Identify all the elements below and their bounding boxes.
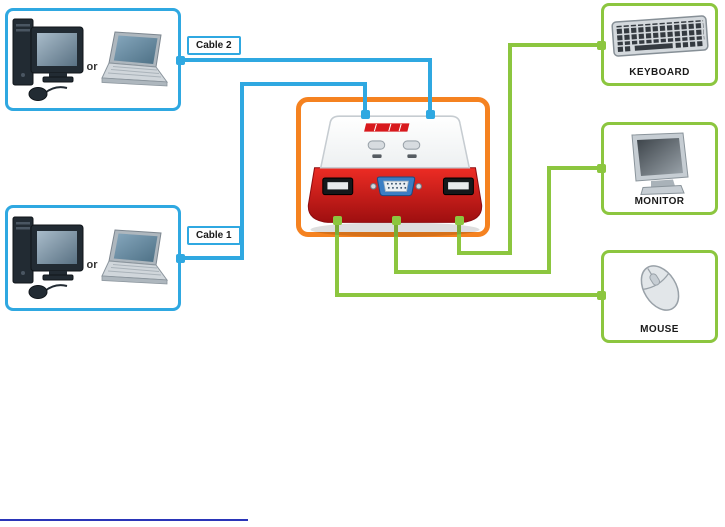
keyboard-box-connector-dot (597, 41, 606, 50)
mouse-box: MOUSE (601, 250, 718, 343)
footer-rule (0, 519, 248, 521)
keyboard-box: KEYBOARD (601, 3, 718, 86)
monitor-box: MONITOR (601, 122, 718, 215)
cable1-source-connector-dot (176, 254, 185, 263)
kvm-logo (364, 123, 410, 132)
crt-monitor-icon (630, 132, 689, 196)
desktop-pc-icon (12, 216, 83, 299)
cable1-kvm-connector-dot (361, 110, 370, 119)
keyboard-cable-segment-v2 (508, 43, 512, 255)
cable1-segment-v2 (363, 82, 367, 118)
keyboard-icon (610, 15, 709, 57)
keyboard-cable-segment-h1 (457, 251, 512, 255)
cable2-label: Cable 2 (187, 36, 241, 55)
monitor-cable-segment-h1 (394, 270, 551, 274)
mouse-cable-segment-v (335, 218, 339, 297)
kvm-switch-highlight-frame (296, 97, 490, 237)
keyboard-port-connector-dot (455, 216, 464, 225)
kvm-select-button-1 (367, 140, 386, 150)
or-label: or (86, 259, 98, 271)
mouse-label: MOUSE (640, 324, 679, 335)
cable1-segment-h2 (240, 82, 367, 86)
keyboard-cable-segment-h2 (508, 43, 601, 47)
or-label: or (86, 60, 98, 73)
computer-source-box-2: or (5, 205, 181, 311)
desktop-pc-icon (12, 18, 83, 101)
kvm-switch-device (307, 115, 483, 237)
cable2-segment-v (428, 58, 432, 116)
mouse-icon (640, 265, 679, 311)
cable1-segment-v1 (240, 82, 244, 260)
mouse-port-connector-dot (333, 216, 342, 225)
monitor-box-connector-dot (597, 164, 606, 173)
computer-source-box-1: or (5, 8, 181, 111)
keyboard-label: KEYBOARD (629, 67, 690, 78)
monitor-cable-segment-v1 (394, 218, 398, 274)
keyboard-cable-segment-v1 (457, 218, 461, 255)
cable1-label: Cable 1 (187, 226, 241, 245)
mouse-cable-segment-h (335, 293, 601, 297)
monitor-port-connector-dot (392, 216, 401, 225)
cable2-segment-h (180, 58, 432, 62)
laptop-icon (100, 30, 168, 86)
cable2-source-connector-dot (176, 56, 185, 65)
cable2-kvm-connector-dot (426, 110, 435, 119)
kvm-select-button-2 (402, 140, 421, 150)
laptop-icon (100, 229, 168, 285)
monitor-cable-segment-h2 (547, 166, 601, 170)
monitor-cable-segment-v2 (547, 166, 551, 274)
mouse-box-connector-dot (597, 291, 606, 300)
monitor-label: MONITOR (634, 196, 685, 207)
usb-port-left (322, 177, 354, 196)
cable1-segment-h1 (180, 256, 244, 260)
usb-port-right (442, 177, 474, 196)
vga-port (370, 176, 422, 197)
